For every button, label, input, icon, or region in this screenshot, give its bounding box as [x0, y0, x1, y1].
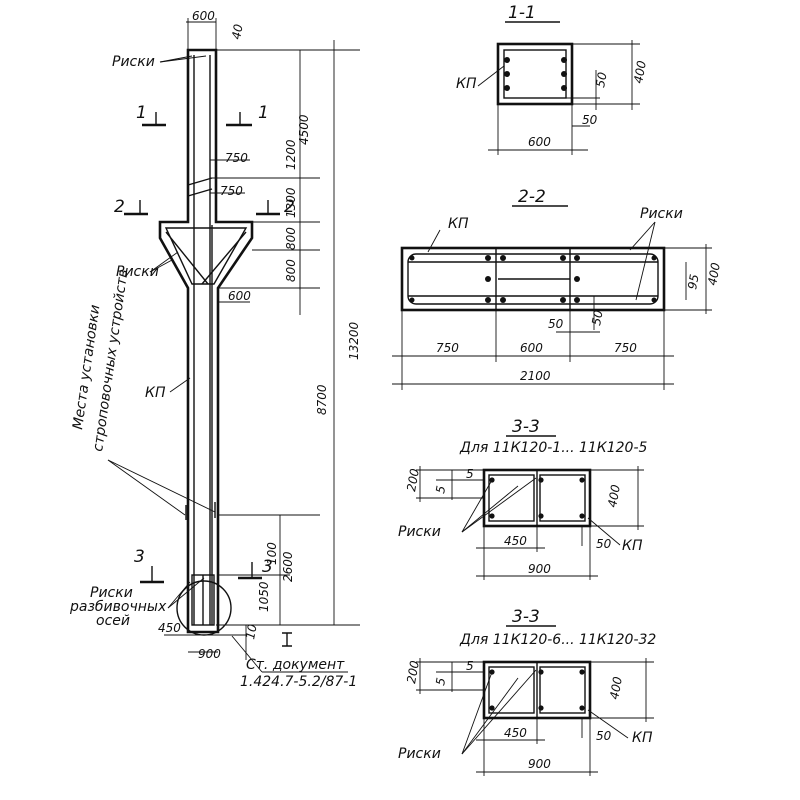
s33b-d5a: 5: [466, 659, 474, 673]
s33a-d450: 450: [504, 534, 527, 548]
s33a-d50: 50: [596, 537, 612, 551]
dim-4500: 4500: [297, 114, 311, 145]
cut-2-right: 2: [284, 197, 295, 217]
s22-d750-right: 750: [614, 341, 637, 355]
detail-circle: [176, 580, 232, 636]
section-2-2: 2-2: [392, 187, 712, 390]
s33b-riski: Риски: [398, 746, 441, 762]
dim-top-offset: 40: [229, 23, 246, 41]
s33b-d200: 200: [404, 659, 422, 684]
label-riski-bottom-3: осей: [96, 613, 130, 629]
label-doc-1: Ст. документ: [246, 657, 345, 673]
s33a-d900: 900: [528, 562, 551, 576]
s33b-d50: 50: [596, 729, 612, 743]
label-kp: КП: [145, 385, 166, 401]
s33a-d5b: 5: [433, 485, 448, 495]
dim-1050: 1050: [257, 581, 271, 612]
dim-600: 600: [228, 289, 251, 303]
dim-13200: 13200: [347, 321, 361, 360]
elevation-dimensions: [107, 18, 360, 673]
s22-d2100: 2100: [520, 369, 551, 383]
dim-top-width: 600: [192, 9, 215, 23]
s33a-d200: 200: [404, 467, 422, 492]
cut-3-right: 3: [262, 557, 273, 577]
label-mount-line2: строповочных устройств: [90, 268, 131, 452]
dim-800-b: 800: [284, 259, 298, 282]
s11-d600: 600: [528, 135, 551, 149]
cut-3-left: 3: [134, 547, 145, 567]
dim-8700: 8700: [315, 384, 329, 415]
s33a-riski: Риски: [398, 524, 441, 540]
s11-d50a: 50: [593, 71, 610, 89]
s33a-title: 3-3: [512, 417, 540, 437]
column-outline: [158, 48, 254, 634]
section-1-1: 1-1: [477, 3, 640, 155]
dim-10: 10: [243, 623, 260, 641]
label-riski-bottom-1: Риски: [90, 585, 133, 601]
s33a-d400: 400: [605, 483, 623, 508]
dim-750-b: 750: [220, 184, 243, 198]
s33b-title: 3-3: [512, 607, 540, 627]
s22-d600: 600: [520, 341, 543, 355]
s22-d50a: 50: [548, 317, 564, 331]
s11-d50b: 50: [582, 113, 598, 127]
section-3-3-a: 3-3 Для 11К120-1... 11К120-5: [416, 417, 648, 580]
s33b-d400: 400: [607, 675, 625, 700]
s33b-subtitle: Для 11К120-6... 11К120-32: [459, 632, 656, 648]
console-inner: [164, 227, 248, 285]
s33a-d5a: 5: [466, 467, 474, 481]
section-2-2-title: 2-2: [518, 187, 546, 207]
s11-d400: 400: [631, 59, 649, 84]
dim-450: 450: [158, 621, 181, 635]
dim-1200: 1200: [284, 139, 298, 170]
s33a-kp: КП: [622, 538, 643, 554]
s33a-subtitle: Для 11К120-1... 11К120-5: [459, 440, 648, 456]
section-1-1-title: 1-1: [508, 3, 536, 23]
dim-1300: 1300: [284, 187, 298, 218]
s33b-d5b: 5: [433, 677, 448, 687]
s33b-d900: 900: [528, 757, 551, 771]
s22-d400: 400: [705, 261, 723, 286]
s22-riski: Риски: [640, 206, 683, 222]
s22-kp: КП: [448, 216, 469, 232]
dim-100: 100: [265, 542, 279, 565]
cut-2-left: 2: [114, 197, 125, 217]
s22-d50b: 50: [589, 309, 606, 327]
label-riski-mid: Риски: [116, 264, 159, 280]
dim-750-a: 750: [225, 151, 248, 165]
cut-1-left: 1: [136, 103, 147, 123]
section-3-3-b: 3-3 Для 11К120-6... 11К120-32: [416, 607, 656, 776]
label-riski-top: Риски: [112, 54, 155, 70]
s11-kp: КП: [456, 76, 477, 92]
dim-900: 900: [198, 647, 221, 661]
label-doc-2: 1.424.7-5.2/87-1: [240, 674, 357, 690]
cut-1-right: 1: [258, 103, 269, 123]
s22-d95: 95: [685, 273, 701, 290]
s22-d750-left: 750: [436, 341, 459, 355]
dim-2600: 2600: [281, 551, 295, 582]
label-riski-bottom-2: разбивочных: [69, 599, 167, 615]
dim-800-a: 800: [284, 227, 298, 250]
s33b-d450: 450: [504, 726, 527, 740]
s33b-kp: КП: [632, 730, 653, 746]
